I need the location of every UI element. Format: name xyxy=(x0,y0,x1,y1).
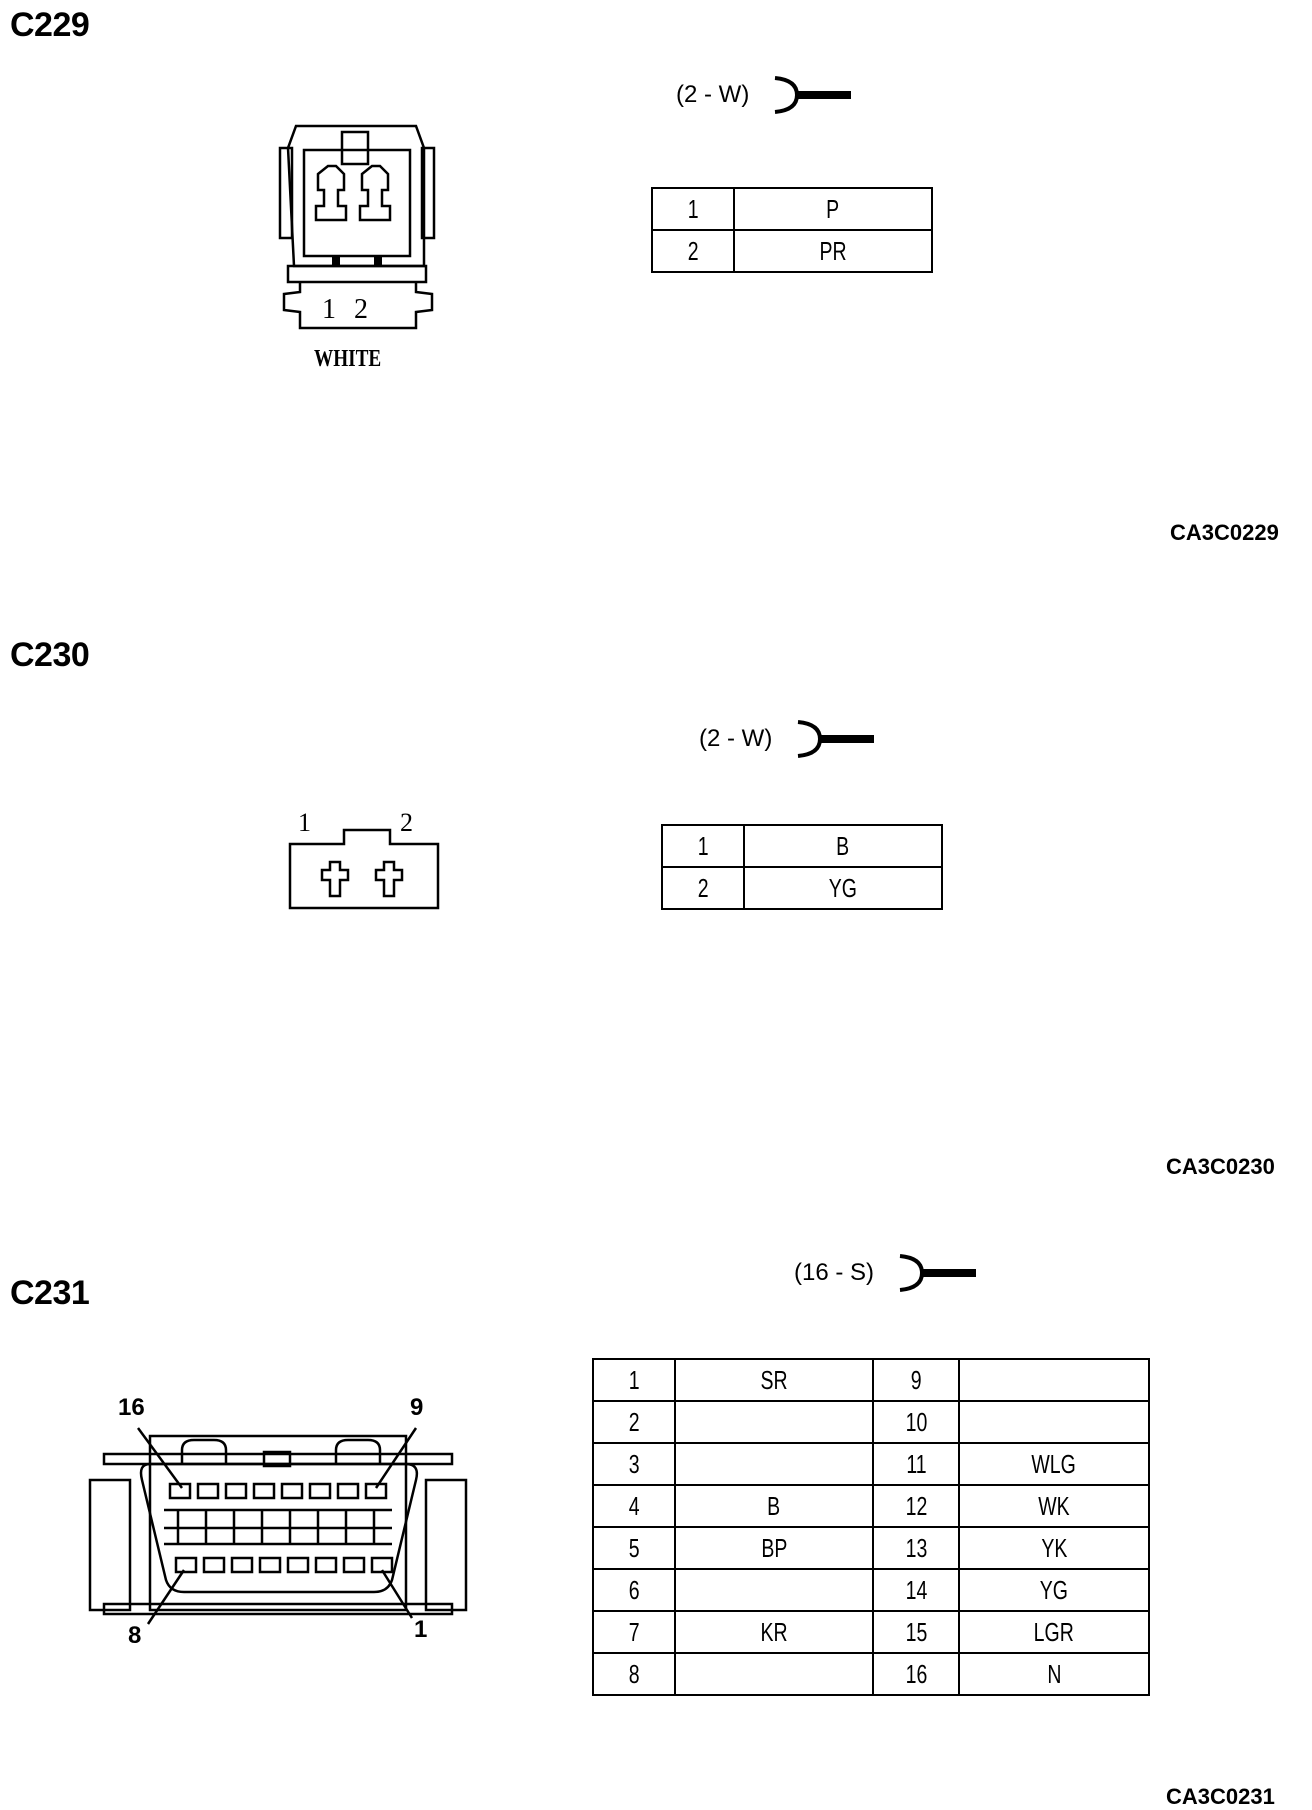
pin-number: 1 xyxy=(661,824,745,868)
wire-color: SR xyxy=(674,1358,874,1402)
wire-color: B xyxy=(674,1484,874,1528)
wire-color: WLG xyxy=(958,1442,1150,1486)
wire-color: KR xyxy=(674,1610,874,1654)
wire-color: P xyxy=(733,187,933,231)
wire-color: WK xyxy=(958,1484,1150,1528)
connector-spec-c230: (2 - W) xyxy=(699,718,876,760)
color-label-c229: WHITE xyxy=(314,346,382,372)
wire-color xyxy=(958,1358,1150,1402)
face-pin-label-2: 2 xyxy=(400,808,413,837)
table-row: 1 B xyxy=(661,824,943,868)
table-row: 1 P xyxy=(651,187,933,231)
wire-color: PR xyxy=(733,229,933,273)
pin-table-c230: 1 B 2 YG xyxy=(661,824,943,910)
diagram-code-c231: CA3C0231 xyxy=(1166,1784,1275,1809)
connector-spec-text: (16 - S) xyxy=(794,1259,875,1286)
connector-spec-c231: (16 - S) xyxy=(794,1252,978,1294)
pin-table-c229: 1 P 2 PR xyxy=(651,187,933,273)
connector-face-c231 xyxy=(88,1427,468,1625)
female-connector-symbol-icon xyxy=(775,76,852,114)
connector-title-c231: C231 xyxy=(10,1274,90,1312)
pin-number: 2 xyxy=(651,229,735,273)
wire-color xyxy=(958,1400,1150,1444)
callout-9: 9 xyxy=(410,1394,424,1421)
pin-number: 10 xyxy=(872,1400,960,1444)
wire-color: B xyxy=(743,824,943,868)
pin-number: 5 xyxy=(592,1526,676,1570)
pin-number: 8 xyxy=(592,1652,676,1696)
wire-color: N xyxy=(958,1652,1150,1696)
wire-color xyxy=(674,1442,874,1486)
diagram-code-c229: CA3C0229 xyxy=(1170,520,1279,545)
face-pin-label-1: 1 xyxy=(298,808,311,837)
pin-number: 13 xyxy=(872,1526,960,1570)
wire-color: LGR xyxy=(958,1610,1150,1654)
wire-color: YK xyxy=(958,1526,1150,1570)
pin-number: 11 xyxy=(872,1442,960,1486)
connector-spec-c229: (2 - W) xyxy=(676,74,853,116)
callout-1: 1 xyxy=(414,1616,428,1643)
table-row: 2 10 xyxy=(592,1400,1150,1444)
connector-face-c230 xyxy=(288,828,440,910)
table-row: 2 YG xyxy=(661,866,943,910)
pin-number: 1 xyxy=(651,187,735,231)
wire-color xyxy=(674,1568,874,1612)
pin-number: 1 xyxy=(592,1358,676,1402)
connector-spec-text: (2 - W) xyxy=(676,81,750,108)
pin-number: 12 xyxy=(872,1484,960,1528)
wire-color xyxy=(674,1652,874,1696)
face-pin-labels-c229: 1 2 xyxy=(322,294,368,326)
wire-color xyxy=(674,1400,874,1444)
wire-color: YG xyxy=(958,1568,1150,1612)
female-connector-symbol-icon xyxy=(798,720,875,758)
diagram-code-c230: CA3C0230 xyxy=(1166,1154,1275,1179)
connector-spec-text: (2 - W) xyxy=(699,725,773,752)
callout-8: 8 xyxy=(128,1622,142,1649)
female-connector-symbol-icon xyxy=(899,1254,977,1292)
pin-number: 6 xyxy=(592,1568,676,1612)
connector-title-c229: C229 xyxy=(10,6,90,44)
pin-number: 2 xyxy=(592,1400,676,1444)
pin-number: 3 xyxy=(592,1442,676,1486)
face-pin-1: 1 xyxy=(322,294,336,325)
connector-face-c229 xyxy=(278,124,436,330)
pin-number: 2 xyxy=(661,866,745,910)
pin-number: 9 xyxy=(872,1358,960,1402)
pin-number: 16 xyxy=(872,1652,960,1696)
pin-number: 7 xyxy=(592,1610,676,1654)
table-row: 2 PR xyxy=(651,229,933,273)
pin-number: 15 xyxy=(872,1610,960,1654)
pin-number: 14 xyxy=(872,1568,960,1612)
face-pin-2: 2 xyxy=(354,294,368,325)
wire-color: YG xyxy=(743,866,943,910)
pin-number: 4 xyxy=(592,1484,676,1528)
callout-16: 16 xyxy=(118,1394,145,1421)
wire-color: BP xyxy=(674,1526,874,1570)
connector-title-c230: C230 xyxy=(10,636,90,674)
